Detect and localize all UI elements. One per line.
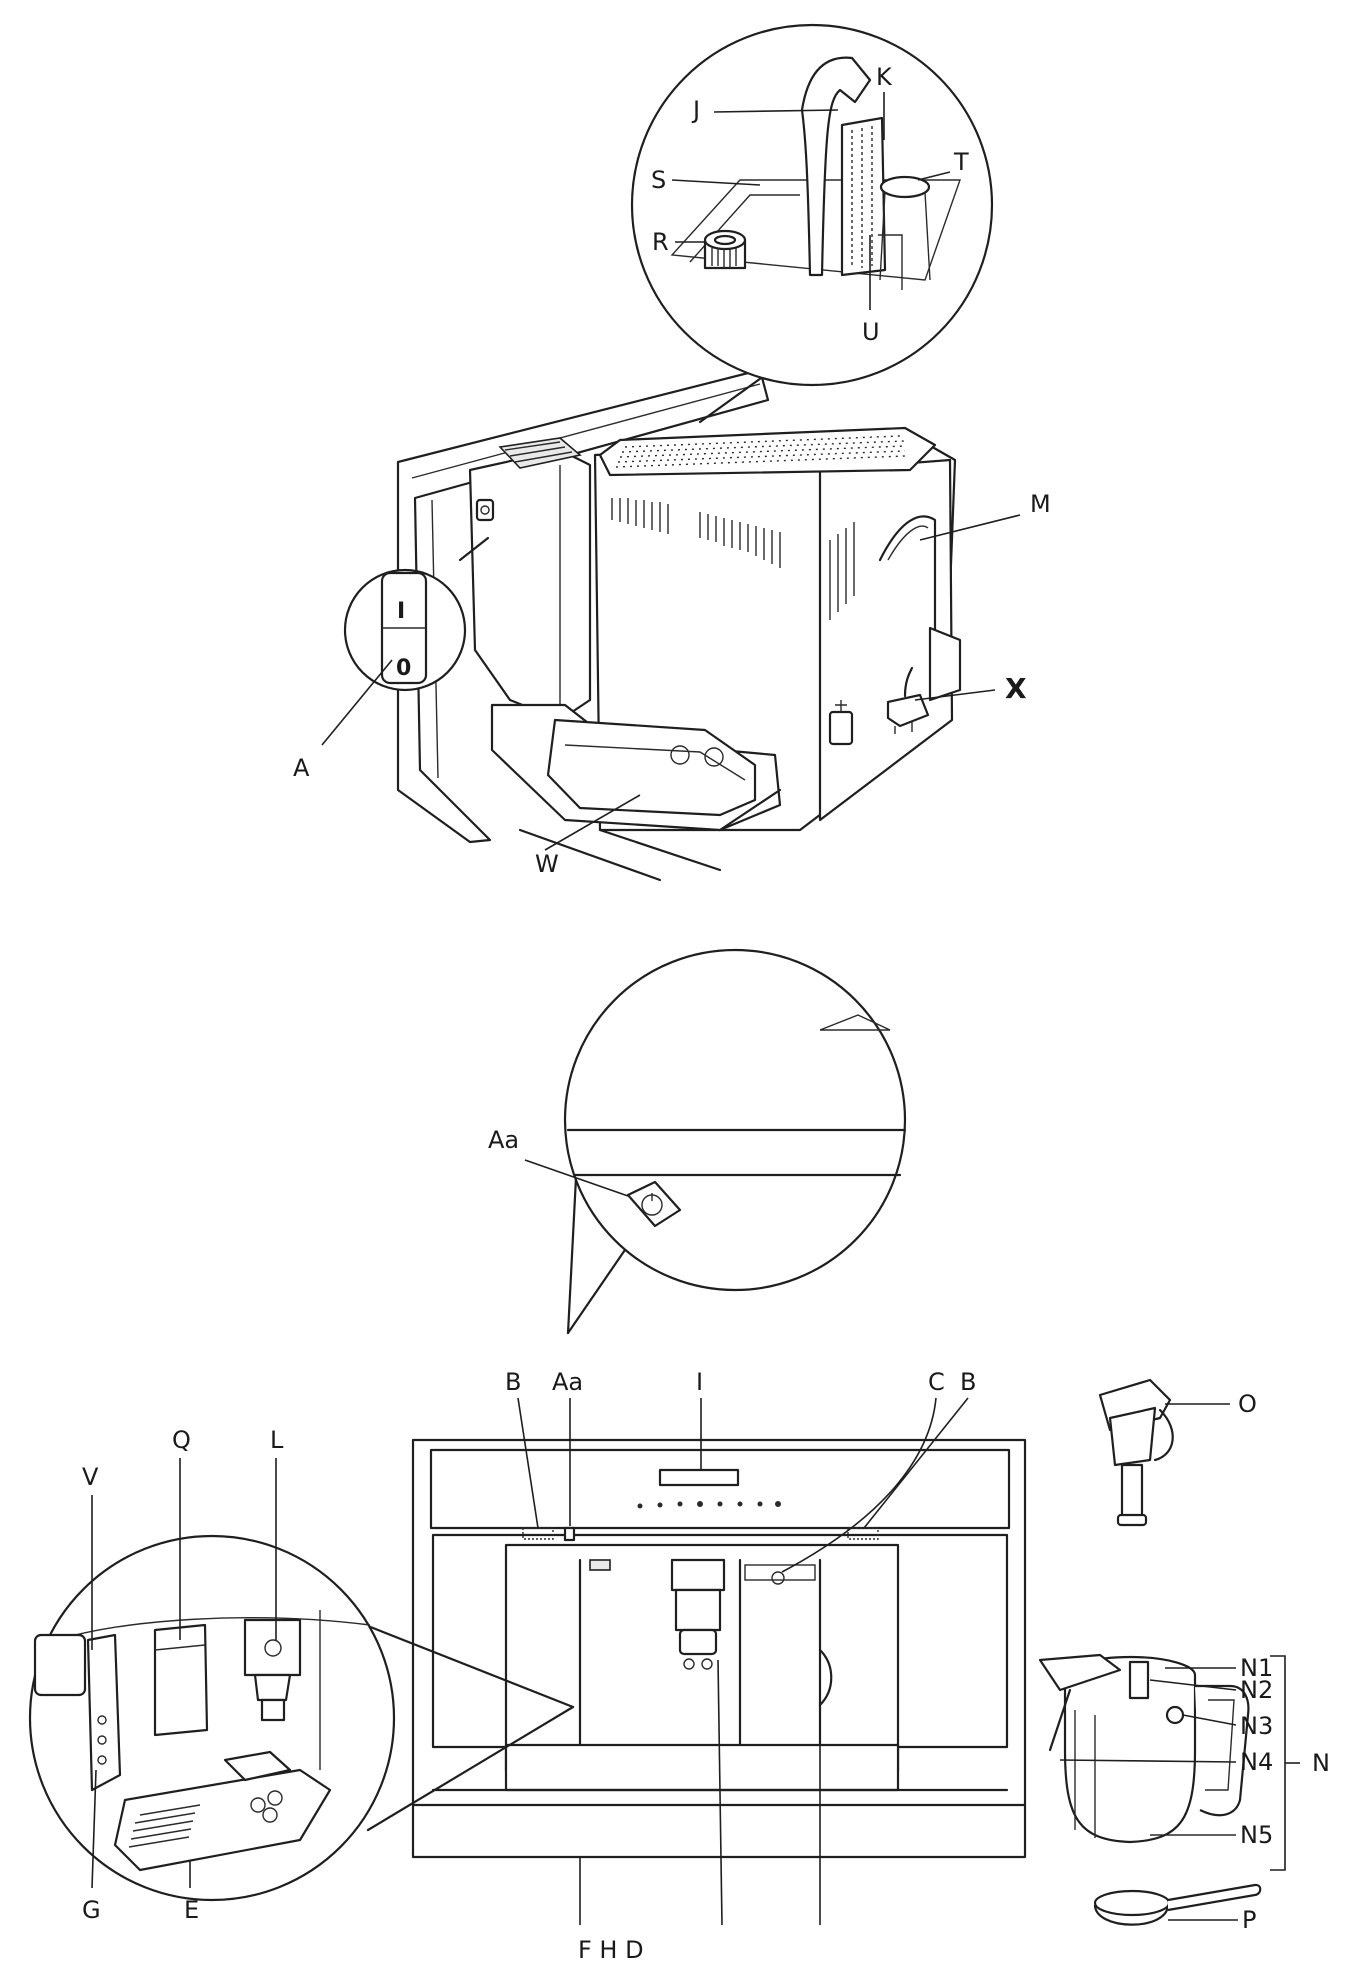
display-i: [658, 1468, 740, 1487]
label-n1: N1: [1240, 1654, 1273, 1682]
label-t: T: [953, 148, 969, 176]
water-tank: [468, 437, 592, 722]
label-n2: N2: [1240, 1676, 1273, 1704]
tank-detail-magnifier: [630, 23, 994, 424]
float-t: [879, 175, 931, 199]
label-n4: N4: [1240, 1748, 1273, 1776]
vent-slots: [611, 498, 855, 620]
label-x: X: [1005, 672, 1027, 705]
top-grille: [615, 435, 906, 468]
label-fhd: F H D: [578, 1936, 644, 1964]
power-button-aa: [626, 1180, 682, 1228]
label-o: O: [1238, 1390, 1257, 1418]
grounds-container-q: [153, 1623, 209, 1737]
machine-front: [411, 1438, 1027, 1859]
drip-tray-f: [504, 1743, 900, 1792]
nozzle-c: [744, 1564, 816, 1585]
label-s: S: [651, 166, 666, 194]
label-aa-detail: Aa: [488, 1126, 519, 1154]
label-b-left: B: [505, 1368, 521, 1396]
label-b-right: B: [960, 1368, 976, 1396]
label-k: K: [876, 63, 893, 91]
label-n5: N5: [1240, 1821, 1273, 1849]
milk-nozzle-o: O: [1098, 1378, 1257, 1527]
label-r: R: [652, 228, 669, 256]
power-switch-detail: I 0: [343, 536, 490, 692]
brew-unit-l: [243, 1618, 302, 1722]
vent-b-right: [847, 1527, 879, 1540]
power-plug: [886, 666, 930, 734]
switch-on-mark: I: [397, 599, 405, 624]
label-c: C: [928, 1368, 945, 1396]
milk-jug-n: N1 N2 N3 N4 N5 N: [1038, 1653, 1330, 1871]
valve-r: [703, 229, 747, 270]
label-n3: N3: [1240, 1712, 1273, 1740]
measuring-scoop-p: P: [1093, 1883, 1262, 1934]
label-n: N: [1312, 1749, 1330, 1777]
label-m: M: [1030, 490, 1051, 518]
label-j: J: [691, 96, 700, 124]
switch-off-mark: 0: [396, 656, 411, 681]
label-g: G: [82, 1896, 101, 1924]
coffee-dispenser-d: [670, 1558, 726, 1670]
base-rail: [518, 788, 782, 882]
label-a: A: [293, 754, 310, 782]
filter-k: [840, 116, 887, 277]
vent-b-left: [522, 1527, 554, 1540]
rear-view-illustration: I 0 J K S T R U M A X W: [293, 23, 1051, 882]
top-callouts: J K S T R U M A X W: [293, 63, 1051, 878]
power-button-magnifier: Aa: [488, 948, 907, 1335]
interior-detail-magnifier: [28, 1534, 575, 1902]
label-v: V: [82, 1463, 99, 1491]
label-q: Q: [172, 1426, 191, 1454]
drip-grid-e: [113, 1750, 332, 1872]
front-power-button: [563, 1526, 576, 1542]
front-callouts: B Aa I C B Q L V G E F H D: [82, 1368, 976, 1964]
label-u: U: [862, 318, 880, 346]
cabinet-door-panel: [396, 368, 770, 844]
label-w: W: [535, 850, 559, 878]
label-e: E: [184, 1896, 199, 1924]
tank-handle-j: [800, 56, 872, 277]
label-aa-front: Aa: [552, 1368, 583, 1396]
button-row: [637, 1501, 781, 1509]
front-view-illustration: Aa: [28, 948, 1330, 1964]
hose-m: [878, 515, 937, 692]
label-p: P: [1242, 1906, 1256, 1934]
door-v: [86, 1633, 122, 1792]
drip-tray-w: [490, 703, 782, 832]
label-l: L: [270, 1426, 284, 1454]
rear-connector: [828, 710, 854, 746]
label-i: I: [696, 1368, 703, 1396]
